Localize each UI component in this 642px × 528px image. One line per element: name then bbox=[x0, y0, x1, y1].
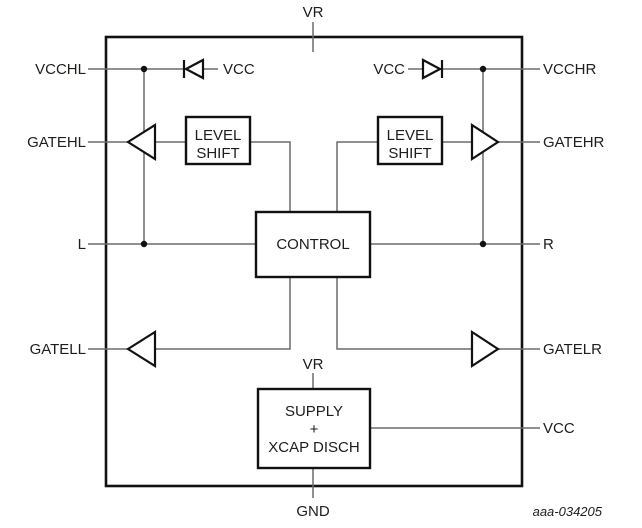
buffer-gatehl-icon bbox=[125, 123, 157, 161]
control-label: CONTROL bbox=[276, 236, 349, 253]
buffer-gatelr-icon bbox=[470, 329, 501, 369]
junction-dot bbox=[479, 240, 487, 248]
level-shift-right-block bbox=[376, 115, 444, 166]
ic-boundary bbox=[104, 35, 524, 488]
pin-label-gnd: GND bbox=[296, 503, 330, 520]
junction-dot bbox=[479, 65, 487, 73]
net-label-vcc-right: VCC bbox=[373, 61, 405, 78]
level-shift-left-label-line1: LEVEL bbox=[195, 127, 242, 144]
junction-dot bbox=[140, 240, 148, 248]
control-block bbox=[254, 210, 372, 279]
pin-label-l: L bbox=[78, 236, 86, 253]
level-shift-left-block bbox=[184, 115, 252, 166]
supply-label-line3: XCAP DISCH bbox=[268, 439, 359, 456]
supply-block bbox=[256, 387, 372, 470]
supply-label-line2: + bbox=[310, 421, 319, 438]
wires bbox=[88, 22, 540, 498]
pin-label-gatehl: GATEHL bbox=[27, 134, 86, 151]
junction-dot bbox=[140, 65, 148, 73]
supply-label-line1: SUPPLY bbox=[285, 403, 343, 420]
level-shift-right-label-line1: LEVEL bbox=[387, 127, 434, 144]
pin-label-r: R bbox=[543, 236, 554, 253]
diode-triangle bbox=[183, 58, 205, 80]
wire-gatelr-chain bbox=[336, 277, 540, 350]
figure-id: aaa-034205 bbox=[533, 504, 603, 519]
diode-left-icon bbox=[182, 58, 205, 80]
diode-triangle bbox=[421, 58, 443, 80]
pin-label-gatell: GATELL bbox=[30, 341, 86, 358]
pin-label-vcchr: VCCHR bbox=[543, 61, 597, 78]
net-label-vr-supply: VR bbox=[303, 356, 324, 373]
wire-gatell-chain bbox=[88, 277, 291, 350]
buffer-gatehr-icon bbox=[470, 122, 501, 162]
pin-label-gatelr: GATELR bbox=[543, 341, 602, 358]
pin-label-vcc-out: VCC bbox=[543, 420, 575, 437]
buffer-gatell-icon bbox=[125, 330, 157, 368]
pin-label-vcchl: VCCHL bbox=[35, 61, 86, 78]
pin-label-vr-top: VR bbox=[303, 4, 324, 21]
pin-label-gatehr: GATEHR bbox=[543, 134, 605, 151]
junction-dots bbox=[140, 65, 487, 248]
net-label-vcc-left: VCC bbox=[223, 61, 255, 78]
level-shift-right-label-line2: SHIFT bbox=[388, 145, 431, 162]
diode-right-icon bbox=[421, 58, 444, 80]
level-shift-left-label-line2: SHIFT bbox=[196, 145, 239, 162]
